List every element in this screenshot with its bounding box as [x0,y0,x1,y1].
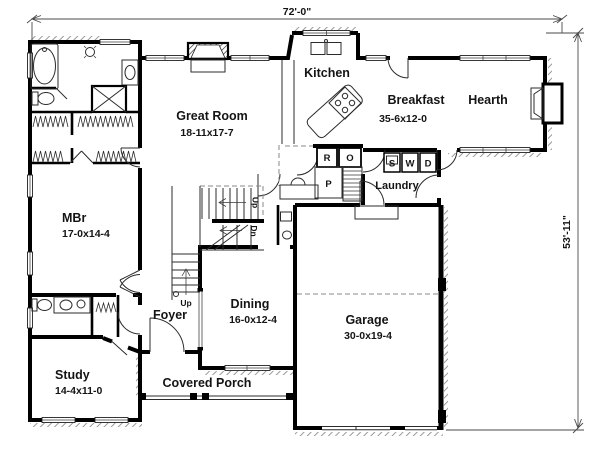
dining-cased-opening [197,288,203,351]
dimensions: 72'-0" 53'-11" [26,6,584,434]
cooktop [328,86,362,120]
closet-rod [95,150,137,163]
toilet-room-door [55,87,68,100]
front-door-swing [149,317,185,353]
garage-size: 30-0x19-4 [344,330,392,342]
powder-room-fixtures [31,296,117,314]
garage-pilaster-lower [438,410,446,423]
closet-rod [77,115,134,128]
bath-hall-door-swing [120,147,141,168]
pantry-shelves [342,166,363,202]
pantry-label: P [325,179,332,190]
tub [30,43,59,90]
garage-step [354,205,399,220]
mbr-door-leaf-b [119,274,141,298]
windows [27,30,531,423]
garage-doors [322,426,437,431]
vanity-sink [121,59,139,86]
stair-newel [173,291,179,297]
height-dimension-label: 53'-11" [561,215,573,249]
hearth-fireplace [530,82,564,125]
hall-counter [279,184,319,200]
closet-rod [32,115,69,128]
washer-box [401,152,419,173]
stairs-up-foyer-label: Up [180,298,191,308]
study-size: 14-4x11-0 [55,385,102,397]
porch-post [139,393,146,400]
kitchen-sink [310,42,326,55]
mbr-closet-double-door [69,150,94,164]
breakfast-laundry-door-swing [436,149,458,171]
walls [28,31,547,430]
study-label: Study [55,368,90,382]
washer-label: W [406,159,415,170]
great-room-size: 18-11x17-7 [180,127,233,139]
stairs-up-label: Up [251,197,261,208]
stair-direction-arrows [185,202,246,295]
master-bath-fixtures [30,43,139,163]
ceiling-light-icon [85,47,95,57]
ceiling-light-icon [76,299,86,309]
dryer-box [419,152,437,173]
powder2-sink [280,211,292,222]
breakfast-north-door-swing [387,57,409,79]
laundry-label: Laundry [375,180,419,192]
stair-labels: Up Dn Up [180,197,260,308]
covered-porch-label: Covered Porch [163,376,252,390]
garage-label: Garage [345,313,388,327]
vanity-sink [53,296,91,314]
porch-edge [142,395,293,400]
foyer-label: Foyer [153,308,187,322]
breakfast-size: 35-6x12-0 [379,113,427,125]
mbr-size: 17-0x14-4 [62,228,110,240]
kitchen-island [306,84,363,139]
closet-rod [32,150,64,163]
sink-label: S [389,159,395,170]
walls-north-side [140,31,547,207]
staircase [171,186,264,300]
powder2-toilet [282,230,292,240]
mbr-door-leaf-a [119,269,141,293]
appliance-labels: R O P S W D [324,153,432,190]
room-labels: Great Room 18-11x17-7 Kitchen Breakfast … [55,66,508,397]
dryer-label: D [425,159,432,170]
laundry-sink-box [383,152,401,173]
porch [139,393,293,400]
dining-label: Dining [231,297,270,311]
oven-label: O [346,153,353,164]
great-room-fireplace [186,41,230,73]
kitchen-label: Kitchen [304,66,350,80]
pantry-box [314,166,343,199]
great-room-label: Great Room [176,109,248,123]
width-dimension-label: 72'-0" [283,6,312,18]
hearth-label: Hearth [468,93,508,107]
service-area [279,147,437,240]
porch-post [190,393,197,400]
kitchen-fixtures [281,39,363,144]
stairs-down-label: Dn [249,225,259,236]
dining-size: 16-0x12-4 [229,314,277,326]
powder-hall-door-swing [117,311,141,335]
porch-post [286,393,293,400]
closet-rod [95,301,117,314]
kitchen-counter [281,60,295,144]
stair-landing-edge [212,219,264,223]
refrigerator-label: R [324,153,331,164]
study-door-leaf [111,341,128,356]
dashed-lines [200,145,440,295]
porch-post [202,393,209,400]
breakfast-label: Breakfast [388,93,446,107]
laundry-back-door-swing [415,174,440,199]
tub-faucet [42,47,47,52]
garage-pilaster-upper [438,278,446,291]
mbr-label: MBr [62,211,86,225]
